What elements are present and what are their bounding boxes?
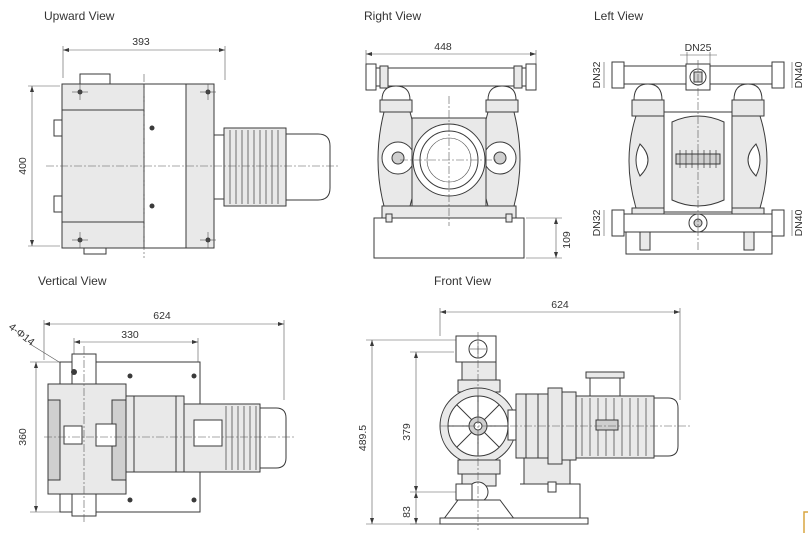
upward-view-title: Upward View xyxy=(44,9,115,23)
front-total-height-dim: 489.5 xyxy=(357,425,369,451)
right-view-title: Right View xyxy=(364,9,421,23)
corner-accent-mark xyxy=(803,511,808,533)
upward-motor xyxy=(213,127,331,207)
left-port-left-bottom-label: DN32 xyxy=(591,209,603,236)
upward-height-dim: 400 xyxy=(17,157,29,175)
left-port-right-bottom-label: DN40 xyxy=(793,209,805,236)
vertical-hole-spacing-dim: 330 xyxy=(121,329,139,341)
front-base-height-dim: 83 xyxy=(401,506,413,518)
right-width-dim: 448 xyxy=(434,41,452,53)
left-view-title: Left View xyxy=(594,9,643,23)
vertical-view-title: Vertical View xyxy=(38,274,107,288)
front-view-title: Front View xyxy=(434,274,491,288)
front-width-dim: 624 xyxy=(551,299,569,311)
vertical-view: Vertical View 624 330 4-Φ14 360 xyxy=(6,274,294,524)
vertical-height-dim: 360 xyxy=(17,428,29,446)
upward-bolt-marks xyxy=(72,84,216,248)
right-view: Right View 448 xyxy=(364,9,573,259)
left-port-right-top-label: DN40 xyxy=(793,61,805,88)
front-inlet-height-dim: 379 xyxy=(401,423,413,441)
front-view: Front View 624 489.5 379 83 xyxy=(357,274,690,530)
vertical-holes-label: 4-Φ14 xyxy=(6,321,37,349)
upward-view: Upward View 393 400 xyxy=(17,9,338,258)
left-port-left-top-label: DN32 xyxy=(591,61,603,88)
left-view: Left View DN25 DN32 DN40 xyxy=(591,9,805,255)
right-base-height-dim: 109 xyxy=(561,231,573,249)
left-port-top-label: DN25 xyxy=(685,42,712,54)
vertical-width-dim: 624 xyxy=(153,310,171,322)
upward-width-dim: 393 xyxy=(132,36,150,48)
